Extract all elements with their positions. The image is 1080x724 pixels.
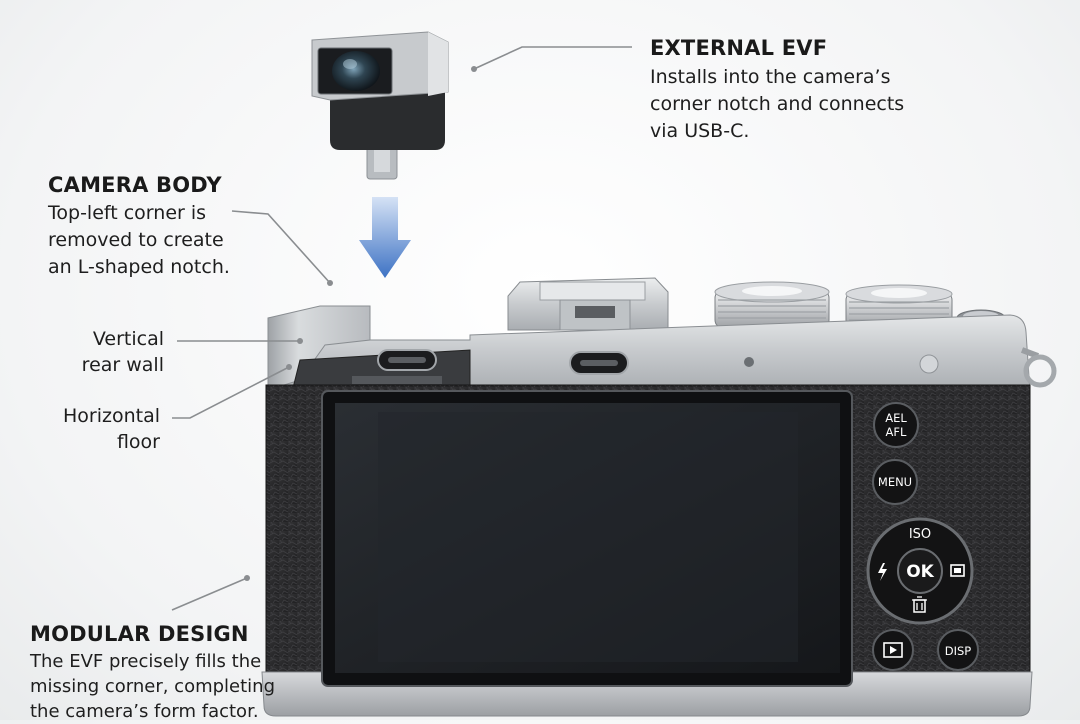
insertion-arrow xyxy=(359,197,411,278)
callout-camera-body: CAMERA BODY Top-left corner is removed t… xyxy=(48,172,230,281)
menu-button[interactable]: MENU xyxy=(872,459,918,505)
external-evf xyxy=(311,31,449,180)
body-line-2: removed to create xyxy=(48,229,224,251)
modular-leader xyxy=(171,577,248,611)
flash-icon xyxy=(878,563,887,581)
display-mode-icon xyxy=(950,564,965,577)
wall-line-2: rear wall xyxy=(81,354,164,376)
ael-label: AEL xyxy=(885,411,907,425)
leader-lines xyxy=(171,46,632,611)
ok-button[interactable]: OK xyxy=(897,548,943,594)
evf-line-3: via USB-C. xyxy=(650,120,750,142)
wall-line-1: Vertical xyxy=(92,328,164,350)
body-line-3: an L-shaped notch. xyxy=(48,256,230,278)
trash-icon xyxy=(912,596,927,613)
evf-line-1: Installs into the camera’s xyxy=(650,66,891,88)
floor-line-2: floor xyxy=(116,431,160,453)
callout-modular-design: MODULAR DESIGN The EVF precisely fills t… xyxy=(30,621,275,724)
ok-label: OK xyxy=(906,562,934,582)
body-title: CAMERA BODY xyxy=(48,173,222,197)
camera-body xyxy=(261,277,1057,717)
floor-leader xyxy=(172,366,290,419)
evf-title: EXTERNAL EVF xyxy=(650,36,828,60)
left-dial[interactable] xyxy=(714,281,830,329)
callout-vertical-rear-wall: Vertical rear wall xyxy=(40,326,164,378)
body-leader xyxy=(231,210,331,284)
body-line-1: Top-left corner is xyxy=(48,202,207,224)
disp-label: DISP xyxy=(945,644,972,658)
iso-label: ISO xyxy=(909,527,931,542)
disp-button[interactable]: DISP xyxy=(937,629,979,671)
callout-external-evf: EXTERNAL EVF Installs into the camera’s … xyxy=(650,35,904,145)
play-icon xyxy=(883,642,903,658)
evf-line-2: corner notch and connects xyxy=(650,93,905,115)
floor-line-1: Horizontal xyxy=(62,405,160,427)
menu-label: MENU xyxy=(878,475,912,489)
ael-afl-button[interactable]: AEL AFL xyxy=(873,402,919,448)
playback-button[interactable] xyxy=(872,629,914,671)
callout-horizontal-floor: Horizontal floor xyxy=(30,403,160,455)
evf-leader xyxy=(473,46,632,70)
afl-label: AFL xyxy=(886,425,907,439)
modular-line-3: the camera’s form factor. xyxy=(30,701,259,722)
modular-line-1: The EVF precisely fills the xyxy=(30,651,262,672)
modular-line-2: missing corner, completing xyxy=(30,676,276,697)
modular-title: MODULAR DESIGN xyxy=(30,622,249,646)
